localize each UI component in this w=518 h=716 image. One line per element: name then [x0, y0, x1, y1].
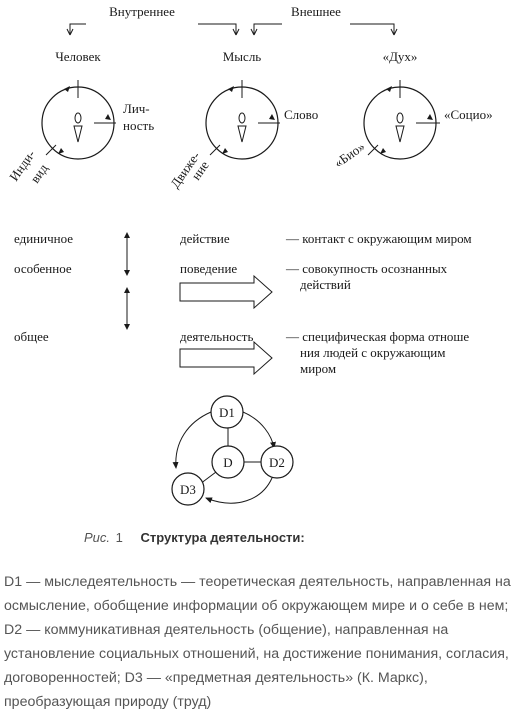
circle-human: Человек Лич- ность Инди- вид [6, 49, 154, 186]
d-network: D1 D D2 D3 [171, 395, 294, 506]
inner-label: Внутреннее [109, 4, 175, 19]
circle-title-spirit: «Дух» [383, 49, 418, 64]
inner-bracket [66, 23, 240, 36]
node-d-label: D [223, 455, 232, 470]
outer-label: Внешнее [291, 4, 341, 19]
node-d [211, 445, 245, 479]
node-d3 [171, 472, 205, 506]
circle-right-human-1: Лич- [123, 101, 150, 116]
node-d1 [210, 395, 244, 429]
hollow-arrow-1 [179, 274, 273, 310]
circle-title-thought: Мысль [223, 49, 262, 64]
table-middle-2: деятельность [180, 329, 253, 344]
circle-title-human: Человек [55, 49, 101, 64]
vertical-double-arrows [124, 232, 130, 330]
table-left-1: особенное [14, 261, 72, 276]
node-d2-label: D2 [269, 455, 285, 470]
circle-right-thought: Слово [284, 107, 318, 122]
table-right-2-0: — специфическая форма отноше [285, 329, 469, 344]
node-d2 [260, 445, 294, 479]
activity-structure-diagram: Внутреннее Внешнее Человек Лич- ность Ин… [6, 4, 493, 506]
hollow-arrow-2 [179, 340, 273, 376]
table-right-2-2: миром [300, 361, 336, 376]
node-d3-label: D3 [180, 482, 196, 497]
table-left-2: общее [14, 329, 49, 344]
circle-left-spirit: «Био» [331, 139, 367, 171]
table-right-1-0: — совокупность осознанных [285, 261, 448, 276]
caption-prefix: Рис. [84, 530, 111, 545]
circle-right-human-2: ность [123, 118, 154, 133]
circle-spirit: «Дух» «Социо» «Био» [331, 49, 492, 170]
outer-bracket [250, 23, 398, 36]
table-right-1-1: действий [300, 277, 351, 292]
figure-caption: Рис. 1 Структура деятельности: [84, 530, 305, 545]
node-d1-label: D1 [219, 405, 235, 420]
figure-description: D1 — мыследеятельность — теоретическая д… [4, 574, 511, 710]
caption-number: 1 [115, 530, 123, 545]
table-right-0-0: — контакт с окружающим миром [285, 231, 472, 246]
concept-table: единичное особенное общее действие повед… [14, 231, 472, 376]
table-middle-1: поведение [180, 261, 237, 276]
circle-right-spirit: «Социо» [444, 107, 493, 122]
circle-thought: Мысль Слово Движе- ние [167, 49, 318, 191]
table-right-2-1: ния людей с окружающим [300, 345, 445, 360]
table-left-0: единичное [14, 231, 73, 246]
table-middle-0: действие [180, 231, 230, 246]
caption-title: Структура деятельности: [140, 530, 305, 545]
